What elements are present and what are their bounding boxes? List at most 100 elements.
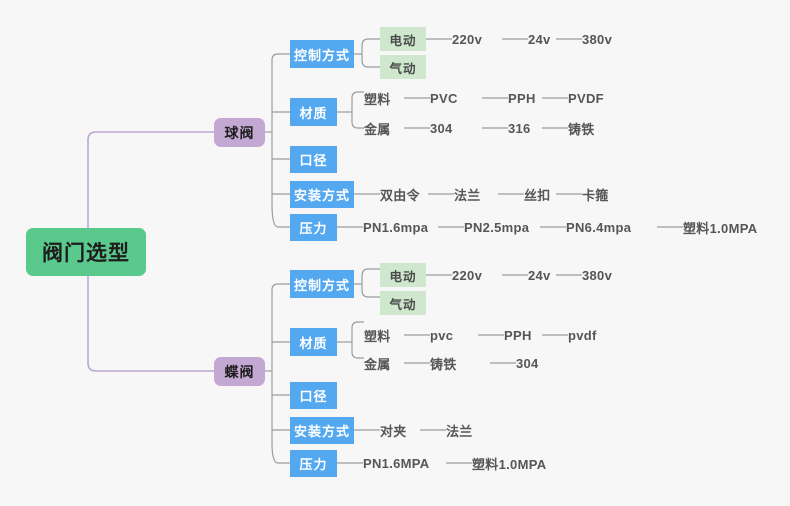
category-label: 控制方式 — [293, 47, 350, 63]
leaf-label: 316 — [508, 120, 531, 136]
category-label: 安装方式 — [293, 424, 350, 439]
category-label: 压力 — [299, 457, 328, 472]
leaf-label: 24v — [528, 267, 551, 283]
category-node-anzhuangfangshi-1[interactable]: 安装方式 — [290, 181, 354, 208]
leaf-suliao-2[interactable]: 塑料 — [364, 326, 408, 344]
leaf-pph-2[interactable]: PPH — [504, 326, 554, 344]
category-node-caizhi-2[interactable]: 材质 — [290, 328, 337, 356]
leaf-jinshu-1[interactable]: 金属 — [364, 119, 408, 137]
category-node-anzhuangfangshi-2[interactable]: 安装方式 — [290, 417, 354, 444]
leaf-label: 双由令 — [380, 187, 420, 203]
category-label: 材质 — [299, 105, 328, 121]
chip-node-diandong-1[interactable]: 电动 — [380, 27, 426, 51]
leaf-zhutie-1[interactable]: 铸铁 — [568, 119, 624, 137]
leaf-suliao-1[interactable]: 塑料 — [364, 89, 408, 107]
category-node-kongzhifangshi-1[interactable]: 控制方式 — [290, 40, 354, 68]
leaf-label: PVC — [430, 90, 458, 106]
leaf-220v-1[interactable]: 220v — [452, 30, 504, 48]
category-node-kongzhifangshi-2[interactable]: 控制方式 — [290, 270, 354, 298]
branch-node-qiufa[interactable]: 球阀 — [214, 118, 265, 147]
leaf-label: 塑料 — [364, 91, 391, 107]
root-node[interactable]: 阀门选型 — [26, 228, 146, 276]
branch-label: 球阀 — [224, 124, 255, 141]
leaf-label: PN2.5mpa — [464, 219, 530, 235]
leaf-pn64mpa-1[interactable]: PN6.4mpa — [566, 218, 652, 236]
leaf-label: 卡箍 — [582, 187, 609, 203]
leaf-380v-1[interactable]: 380v — [582, 30, 638, 48]
leaf-pn16mpa-2[interactable]: PN1.6MPA — [363, 454, 449, 472]
root-label: 阀门选型 — [42, 242, 130, 265]
leaf-label: pvc — [430, 327, 454, 343]
leaf-pph-1[interactable]: PPH — [508, 89, 558, 107]
leaf-sikou-1[interactable]: 丝扣 — [524, 185, 574, 203]
leaf-pn16mpa-1[interactable]: PN1.6mpa — [363, 218, 443, 236]
leaf-24v-2[interactable]: 24v — [528, 266, 578, 284]
category-label: 控制方式 — [293, 277, 350, 293]
leaf-kagu-1[interactable]: 卡箍 — [582, 185, 632, 203]
branch-label: 蝶阀 — [224, 363, 255, 380]
leaf-label: 24v — [528, 31, 551, 47]
chip-node-qidong-1[interactable]: 气动 — [380, 55, 426, 79]
chip-label: 气动 — [389, 61, 417, 76]
leaf-label: 法兰 — [454, 187, 481, 203]
leaf-suliao10mpa-2[interactable]: 塑料1.0MPA — [472, 454, 572, 472]
leaf-220v-2[interactable]: 220v — [452, 266, 504, 284]
leaf-pvdf-2[interactable]: pvdf — [568, 326, 624, 344]
leaf-label: PN1.6mpa — [363, 219, 429, 235]
category-node-koujing-2[interactable]: 口径 — [290, 382, 337, 409]
leaf-label: 塑料 — [364, 328, 391, 344]
leaf-pvc-1[interactable]: PVC — [430, 89, 480, 107]
leaf-304-1[interactable]: 304 — [430, 119, 480, 137]
leaf-label: 塑料1.0MPA — [472, 456, 547, 472]
leaf-suliao10mpa-1[interactable]: 塑料1.0MPA — [683, 218, 783, 236]
leaf-label: 金属 — [364, 356, 391, 372]
leaf-380v-2[interactable]: 380v — [582, 266, 638, 284]
category-label: 口径 — [299, 153, 328, 168]
chip-label: 电动 — [389, 269, 417, 284]
leaf-label: 铸铁 — [430, 356, 457, 372]
category-label: 口径 — [299, 389, 328, 404]
leaf-label: PPH — [508, 90, 536, 106]
leaf-label: 304 — [516, 355, 539, 371]
leaf-duijia-2[interactable]: 对夹 — [380, 421, 424, 439]
category-label: 材质 — [299, 335, 328, 351]
leaf-pvc-2[interactable]: pvc — [430, 326, 480, 344]
chip-node-diandong-2[interactable]: 电动 — [380, 263, 426, 287]
leaf-label: 对夹 — [380, 423, 407, 439]
leaf-label: 380v — [582, 267, 613, 283]
leaf-pn25mpa-1[interactable]: PN2.5mpa — [464, 218, 544, 236]
category-node-koujing-1[interactable]: 口径 — [290, 146, 337, 173]
chip-label: 电动 — [389, 33, 417, 48]
leaf-label: 380v — [582, 31, 613, 47]
leaf-label: 304 — [430, 120, 453, 136]
branch-node-diefa[interactable]: 蝶阀 — [214, 357, 265, 386]
leaf-pvdf-1[interactable]: PVDF — [568, 89, 624, 107]
leaf-label: 丝扣 — [524, 187, 551, 203]
leaf-zhutie-2[interactable]: 铸铁 — [430, 354, 486, 372]
leaf-24v-1[interactable]: 24v — [528, 30, 578, 48]
leaf-label: pvdf — [568, 327, 597, 343]
chip-label: 气动 — [389, 297, 417, 312]
leaf-label: 塑料1.0MPA — [683, 220, 758, 236]
leaf-label: PN6.4mpa — [566, 219, 632, 235]
leaf-316-1[interactable]: 316 — [508, 119, 558, 137]
chip-node-qidong-2[interactable]: 气动 — [380, 291, 426, 315]
leaf-label: 金属 — [364, 121, 391, 137]
leaf-label: 220v — [452, 267, 483, 283]
leaf-shuangyouling-1[interactable]: 双由令 — [380, 185, 440, 203]
leaf-jinshu-2[interactable]: 金属 — [364, 354, 408, 372]
leaf-304-2[interactable]: 304 — [516, 354, 566, 372]
leaf-label: 法兰 — [446, 423, 473, 439]
leaf-label: 220v — [452, 31, 483, 47]
category-label: 安装方式 — [293, 188, 350, 203]
leaf-label: PN1.6MPA — [363, 455, 430, 471]
category-label: 压力 — [299, 221, 328, 236]
category-node-yali-1[interactable]: 压力 — [290, 214, 337, 241]
leaf-label: PPH — [504, 327, 532, 343]
leaf-label: 铸铁 — [568, 121, 595, 137]
leaf-falan-1[interactable]: 法兰 — [454, 185, 504, 203]
category-node-caizhi-1[interactable]: 材质 — [290, 98, 337, 126]
leaf-falan-2[interactable]: 法兰 — [446, 421, 496, 439]
category-node-yali-2[interactable]: 压力 — [290, 450, 337, 477]
